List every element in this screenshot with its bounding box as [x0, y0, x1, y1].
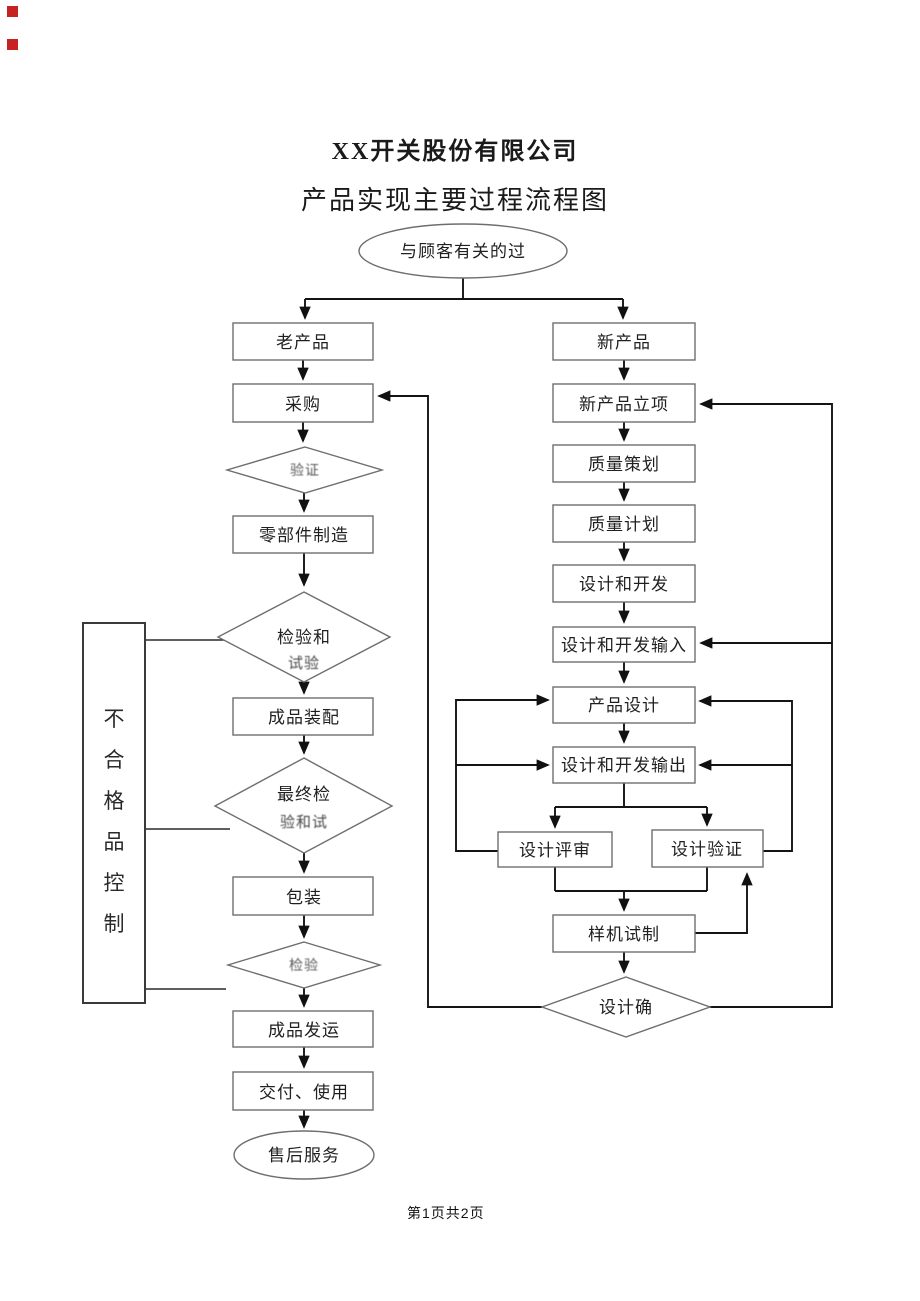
nonconforming-control-label: 不合格品控制 [103, 707, 125, 936]
after-sales-ellipse [233, 1130, 375, 1180]
ship-box [232, 1010, 374, 1048]
after-sales-label: 售后服务 [268, 1146, 340, 1165]
design-confirm-diamond [539, 976, 713, 1038]
final-inspection-label-line2: 验和试 [280, 814, 328, 831]
assembly-box [232, 697, 374, 736]
quality-plan-box [552, 504, 696, 543]
packing-label: 包装 [286, 888, 322, 907]
connector-merge [554, 867, 708, 892]
inspection-test-label-line1: 检验和 [277, 628, 331, 647]
start-ellipse [358, 223, 568, 279]
new-product-label: 新产品 [597, 333, 651, 352]
quality-planning-box [552, 444, 696, 483]
loop-verify-to-product-design [698, 695, 793, 852]
prototype-label: 样机试制 [588, 925, 660, 944]
design-output-box [552, 746, 696, 784]
red-revision-mark-1 [7, 6, 18, 17]
nodes [82, 223, 764, 1180]
design-verify-label: 设计验证 [671, 840, 743, 859]
old-product-box [232, 322, 374, 361]
design-review-label: 设计评审 [519, 841, 591, 860]
document-subtitle: 产品实现主要过程流程图 [300, 186, 609, 215]
design-confirm-label: 设计确 [599, 998, 653, 1017]
design-input-label: 设计和开发输入 [561, 636, 687, 655]
red-revision-mark-2 [7, 39, 18, 50]
prototype-box [552, 914, 696, 953]
design-input-box [552, 626, 696, 663]
quality-plan-label: 质量计划 [588, 515, 660, 534]
inspection-test-diamond [216, 591, 392, 683]
inspect-diamond [225, 941, 383, 989]
loop-confirm-to-initiation [699, 398, 833, 1008]
quality-planning-label: 质量策划 [588, 455, 660, 474]
connectors [145, 278, 833, 1129]
delivery-label: 交付、使用 [259, 1082, 349, 1102]
loop-confirm-to-purchase [377, 390, 542, 1008]
design-output-label: 设计和开发输出 [561, 756, 687, 775]
start-label: 与顾客有关的过 [400, 242, 526, 261]
ship-label: 成品发运 [268, 1021, 340, 1040]
packing-box [232, 876, 374, 916]
purchase-box [232, 383, 374, 423]
inspection-test-label-line2: 试验 [288, 655, 320, 672]
parts-box [232, 515, 374, 554]
initiation-box [552, 383, 696, 423]
final-inspection-label-line1: 最终检 [277, 785, 331, 804]
parts-label: 零部件制造 [259, 526, 349, 545]
product-design-box [552, 686, 696, 724]
node-labels: 与顾客有关的过 老产品 采购 验证 零部件制造 检验和 试验 成品装配 最终检 … [259, 242, 743, 1165]
design-dev-label: 设计和开发 [579, 575, 669, 594]
loop-prototype-to-verify [695, 872, 753, 934]
design-review-box [497, 831, 613, 868]
new-product-box [552, 322, 696, 361]
connector-output-split [555, 783, 707, 808]
verify-label: 验证 [290, 463, 320, 479]
design-verify-box [651, 829, 764, 868]
design-dev-box [552, 564, 696, 603]
document-title: XX开关股份有限公司 [331, 139, 579, 165]
page-number: 第1页共2页 [407, 1205, 485, 1221]
connector-start-split [305, 278, 623, 300]
final-inspection-diamond [213, 757, 394, 854]
initiation-label: 新产品立项 [579, 395, 669, 414]
verify-diamond [224, 446, 385, 494]
product-design-label: 产品设计 [588, 696, 660, 715]
inspect-label: 检验 [289, 958, 319, 974]
delivery-box [232, 1071, 374, 1111]
loop-review-to-product-design [455, 694, 550, 852]
purchase-label: 采购 [285, 395, 321, 414]
assembly-label: 成品装配 [268, 708, 340, 727]
old-product-label: 老产品 [276, 333, 330, 352]
nonconforming-control-box [82, 622, 146, 1004]
